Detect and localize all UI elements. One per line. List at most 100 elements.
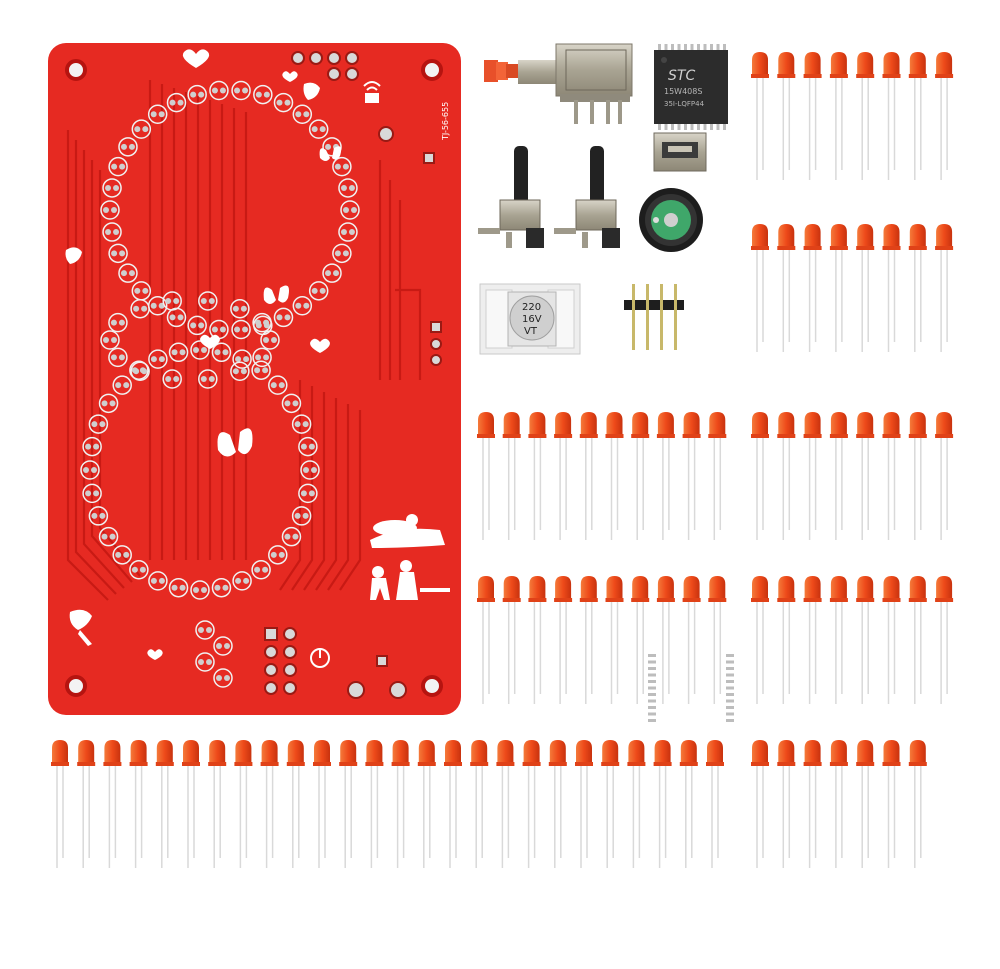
led-pad: [231, 319, 251, 340]
led-pad: [281, 393, 302, 414]
led-pad: [211, 342, 232, 363]
led: [656, 412, 675, 540]
led-pad: [211, 577, 232, 598]
led-group-middle-right: [751, 412, 954, 704]
led: [313, 740, 331, 868]
led: [682, 576, 701, 704]
led: [908, 576, 927, 704]
led-pad: [273, 307, 294, 328]
led-pad: [82, 436, 102, 457]
led-pad: [129, 560, 149, 580]
led-pad: [88, 414, 109, 434]
led-pad: [112, 545, 132, 565]
led: [803, 52, 822, 180]
led-pad: [162, 291, 182, 311]
led: [803, 412, 822, 540]
led: [601, 740, 620, 868]
led: [882, 576, 901, 704]
led-pad: [100, 200, 120, 220]
led-pad: [268, 375, 288, 395]
led-pad: [148, 349, 168, 369]
led-pad: [108, 156, 128, 177]
led-pad: [131, 119, 152, 139]
led-pad: [168, 342, 189, 363]
led: [777, 412, 796, 540]
led-pad: [298, 436, 318, 457]
led-pad: [298, 483, 318, 504]
led: [777, 224, 796, 352]
led: [103, 740, 122, 868]
mcu-chip: STC 15W408S 35I-LQFP44: [648, 44, 734, 722]
led-pad: [187, 84, 207, 105]
buzzer: [639, 188, 703, 252]
cupid-icon: [65, 82, 320, 646]
led: [470, 740, 489, 868]
pcb-led-pads: [80, 80, 360, 688]
led: [908, 52, 927, 180]
led-pad: [148, 571, 168, 591]
led-pad: [300, 460, 320, 480]
led-pad: [100, 330, 120, 350]
led: [605, 412, 624, 540]
potentiometer-right: [554, 146, 620, 248]
potentiometer-left: [478, 146, 544, 248]
led-pad: [102, 178, 122, 198]
led: [856, 52, 875, 180]
led: [935, 412, 954, 540]
led-pad: [108, 243, 128, 264]
led: [708, 576, 727, 704]
power-symbol-icon: [310, 648, 330, 668]
chip-pins: [648, 44, 734, 722]
led: [656, 576, 675, 704]
led: [882, 52, 901, 180]
led: [365, 740, 384, 868]
led: [679, 740, 698, 868]
led-pad: [340, 200, 360, 220]
led-pad: [230, 298, 250, 319]
led-pad: [88, 506, 109, 526]
led: [856, 740, 875, 868]
led: [522, 740, 541, 868]
butterfly-icon: [217, 146, 342, 457]
led: [339, 740, 358, 868]
led: [51, 740, 69, 868]
led-kit: [51, 52, 954, 868]
smd-capacitor: 220 16V VT: [479, 283, 581, 355]
led: [829, 224, 848, 352]
chip-marking-line2: 35I-LQFP44: [664, 100, 705, 108]
led: [706, 740, 724, 868]
mounting-holes: [65, 59, 443, 697]
led-pad: [232, 349, 252, 369]
led: [829, 740, 848, 868]
led-pad: [322, 137, 342, 157]
led-pad: [253, 84, 273, 105]
heart-icon: [147, 49, 330, 660]
led: [528, 576, 547, 704]
led: [391, 740, 410, 868]
led-pad: [108, 347, 128, 368]
led-pad: [322, 263, 342, 283]
led-pad: [232, 571, 252, 591]
led: [777, 576, 796, 704]
led: [829, 576, 848, 704]
led-pad: [251, 560, 271, 580]
led: [554, 412, 573, 540]
led: [935, 52, 954, 180]
led: [496, 740, 515, 868]
led: [155, 740, 174, 868]
pcb-outline: [48, 43, 461, 715]
pcb-board: TJ-56-655: [48, 43, 461, 715]
led-pad: [292, 296, 313, 316]
led-pad: [292, 104, 313, 124]
led-pad: [198, 291, 218, 311]
couple-silhouette-icon: [370, 514, 450, 600]
led-pad: [209, 80, 229, 101]
led: [856, 412, 875, 540]
led: [882, 412, 901, 540]
led-pad: [195, 620, 215, 640]
led-pad: [118, 137, 138, 157]
led-pad: [118, 263, 138, 283]
led: [908, 740, 927, 868]
led-pad: [162, 369, 182, 389]
led: [444, 740, 462, 868]
